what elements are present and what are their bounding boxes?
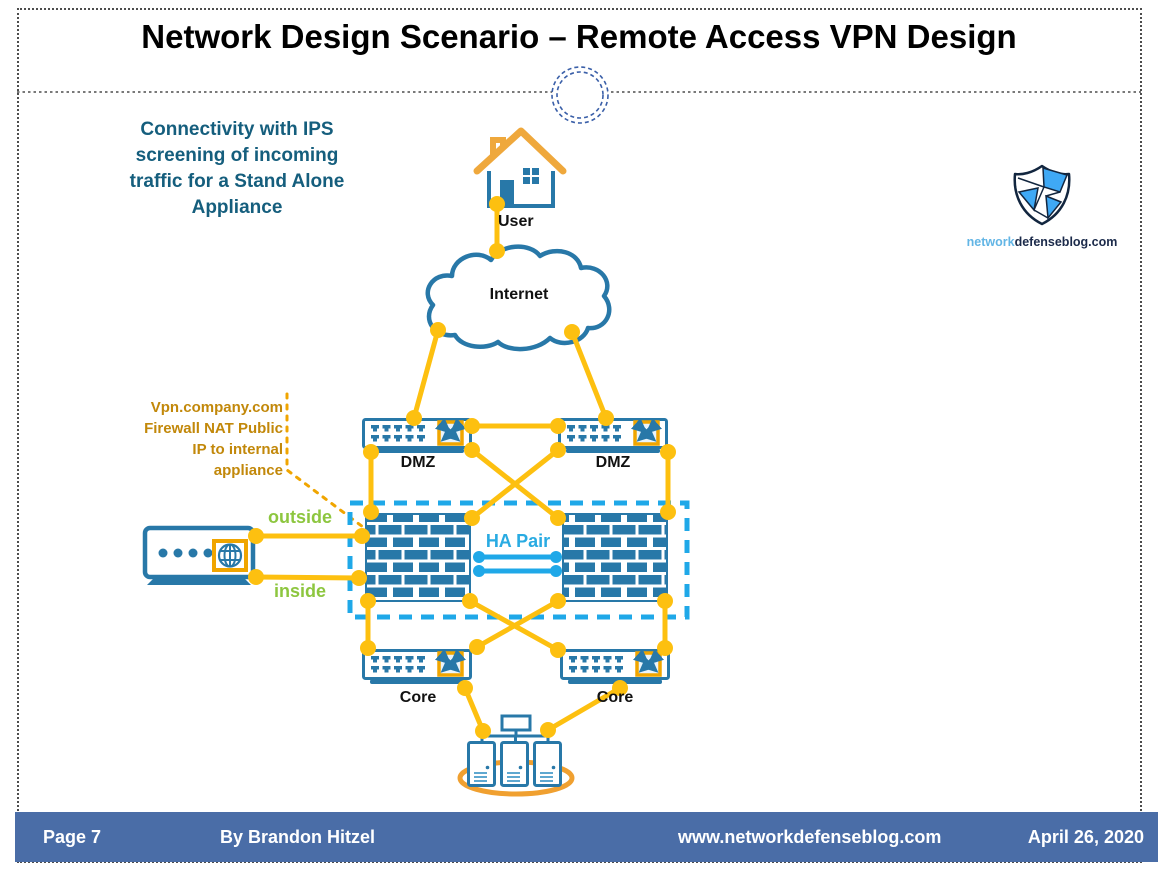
link-inside (253, 574, 362, 581)
user-house-icon (473, 127, 567, 208)
link-coreright-servers (545, 685, 623, 733)
firewall-right (562, 513, 668, 602)
link-internet-dmz-right (569, 329, 609, 421)
diagram-description: Connectivity with IPS screening of incom… (87, 117, 387, 221)
internet-cloud-icon (425, 244, 612, 352)
globe-icon (212, 539, 248, 572)
core-left-label: Core (399, 689, 437, 706)
core-switch-right (562, 651, 669, 685)
vpn-appliance-icon (142, 525, 256, 585)
dmz-right-label: DMZ (595, 454, 631, 471)
description-line: screening of incoming (135, 145, 339, 166)
description-line: Connectivity with IPS (140, 119, 334, 140)
ha-pair-label: HA Pair (485, 531, 551, 551)
logo-text: networkdefenseblog.com (962, 235, 1122, 249)
vpn-nat-callout: Vpn.company.com Firewall NAT Public IP t… (123, 397, 283, 481)
user-label: User (498, 213, 534, 230)
callout-line: appliance (213, 462, 283, 479)
dmz-switch-right (560, 420, 667, 454)
link-dmzright-fwleft (469, 447, 561, 521)
footer-bar: Page 7 By Brandon Hitzel www.networkdefe… (15, 812, 1158, 862)
callout-line: IP to internal (192, 441, 283, 458)
callout-line: Vpn.company.com (150, 399, 283, 416)
callout-line: Firewall NAT Public (144, 420, 283, 437)
link-fwright-coreleft (474, 598, 561, 650)
internet-label: Internet (489, 286, 549, 303)
link-internet-dmz-left (411, 327, 441, 421)
page-title: Network Design Scenario – Remote Access … (141, 18, 1017, 55)
logo-text-suffix: defenseblog.com (1014, 235, 1118, 249)
core-right-label: Core (596, 689, 634, 706)
outside-label: outside (267, 507, 332, 527)
dmz-left-label: DMZ (400, 454, 436, 471)
link-endpoints (248, 196, 676, 739)
core-switch-left (364, 651, 471, 685)
inside-label: inside (273, 581, 326, 601)
footer-page-number: Page 7 (43, 827, 102, 847)
description-line: traffic for a Stand Alone (129, 171, 345, 192)
footer-website: www.networkdefenseblog.com (678, 827, 942, 847)
logo-text-prefix: network (966, 235, 1015, 249)
ha-links (473, 551, 562, 577)
ha-pair-box (347, 500, 690, 620)
callout-leader-line (285, 392, 365, 529)
footer-author: By Brandon Hitzel (220, 827, 376, 847)
footer-date: April 26, 2020 (1027, 827, 1144, 847)
blog-logo: networkdefenseblog.com (962, 162, 1122, 249)
firewall-left (365, 513, 471, 602)
shield-logo-icon (1013, 164, 1071, 226)
dashed-circle-decoration (551, 66, 609, 124)
description-line: Appliance (191, 197, 283, 218)
house-window (523, 168, 539, 184)
server-farm-icon (457, 714, 575, 797)
